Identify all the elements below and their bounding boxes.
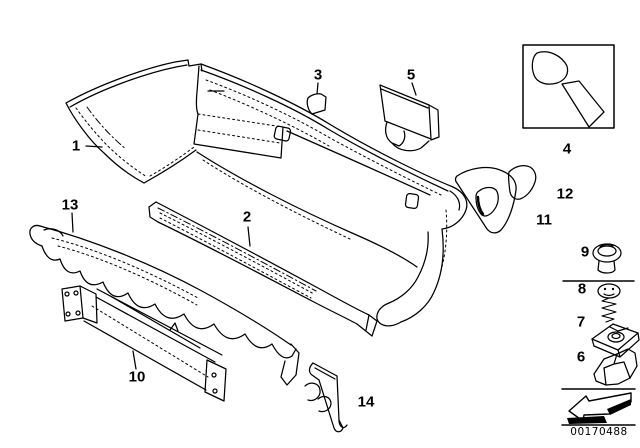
expanding-rivet-icon — [592, 243, 622, 274]
body-nut-icon — [591, 323, 640, 358]
part-label-13[interactable]: 13 — [61, 196, 79, 214]
part-label-2[interactable]: 2 — [242, 208, 252, 226]
trim-piece-11-drawing — [454, 166, 517, 234]
clip-icon — [593, 348, 638, 386]
foam-absorber-drawing — [29, 212, 332, 413]
column-separators — [561, 280, 636, 426]
part-label-6[interactable]: 6 — [576, 348, 586, 366]
part-label-4[interactable]: 4 — [562, 140, 572, 158]
bumper-trim-panel-drawing — [65, 59, 468, 327]
back-arrow-icon[interactable] — [567, 392, 632, 424]
carrier-beam-drawing — [61, 285, 227, 402]
part-label-14[interactable]: 14 — [357, 393, 375, 411]
part-label-10[interactable]: 10 — [128, 368, 146, 386]
bracket-14-drawing — [308, 362, 348, 433]
part-label-5[interactable]: 5 — [406, 66, 416, 84]
small-cover-drawing — [306, 82, 327, 115]
cover-plate-drawing — [379, 82, 440, 152]
part-label-7[interactable]: 7 — [576, 313, 586, 331]
part-label-11[interactable]: 11 — [536, 211, 552, 229]
part-label-1[interactable]: 1 — [71, 137, 81, 155]
image-number: 00170488 — [570, 426, 628, 438]
part-label-12[interactable]: 12 — [556, 185, 574, 203]
part-label-8[interactable]: 8 — [577, 280, 587, 298]
trim-piece-12-drawing — [507, 165, 537, 200]
screw-icon — [597, 283, 621, 323]
part-label-9[interactable]: 9 — [580, 243, 590, 261]
part-label-3[interactable]: 3 — [313, 66, 323, 84]
impact-strip-drawing — [148, 201, 378, 337]
boxed-part-4-drawing — [522, 44, 615, 129]
